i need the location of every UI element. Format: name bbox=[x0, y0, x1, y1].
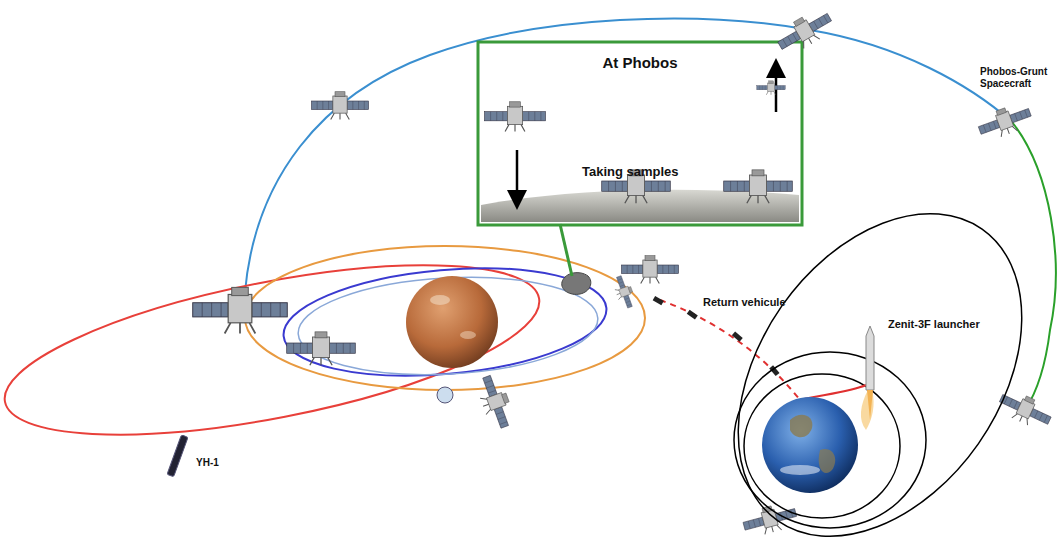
inset-caption: Taking samples bbox=[582, 164, 722, 179]
satellite-label: YH-1 bbox=[196, 457, 219, 468]
inset-box: At PhobosTaking samples bbox=[478, 42, 802, 225]
launcher-label: Zenit-3F launcher bbox=[888, 318, 980, 330]
vehicle-label: Return vehicule bbox=[703, 296, 786, 308]
spacecraft-label: Phobos-Grunt Spacecraft bbox=[980, 66, 1058, 89]
inset-title: At Phobos bbox=[478, 54, 802, 71]
